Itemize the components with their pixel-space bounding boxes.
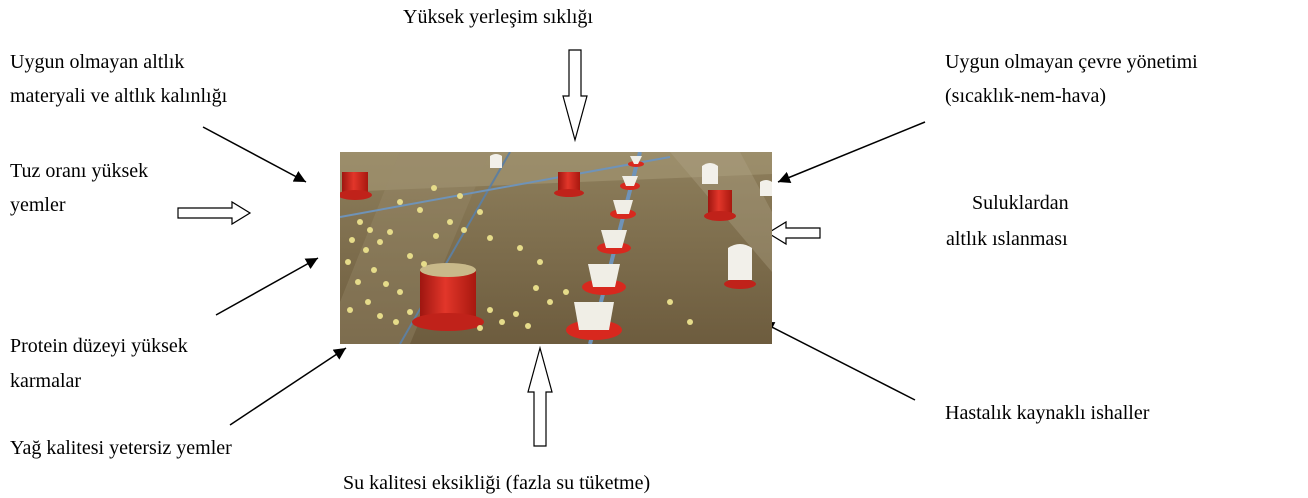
label-salt-line2: yemler — [10, 194, 66, 216]
label-stocking-density: Yüksek yerleşim sıklığı — [403, 6, 593, 28]
label-salt-line1: Tuz oranı yüksek — [10, 160, 149, 182]
label-protein-line1: Protein düzeyi yüksek — [10, 335, 188, 357]
label-water-quality: Su kalitesi eksikliği (fazla su tüketme) — [343, 472, 651, 494]
label-drinker-line2: altlık ıslanması — [946, 228, 1068, 250]
hollow-arrow-left — [766, 220, 821, 246]
hollow-arrow-right — [177, 200, 252, 226]
label-protein-line2: karmalar — [10, 370, 82, 392]
label-environment-line2: (sıcaklık-nem-hava) — [945, 85, 1107, 107]
poultry-house-photo — [340, 152, 772, 344]
hollow-arrow-down — [562, 49, 588, 143]
label-litter-line1: Uygun olmayan altlık — [10, 51, 185, 73]
arrow-litter — [202, 126, 307, 183]
label-drinker-line1: Suluklardan — [972, 192, 1069, 214]
hollow-arrow-up — [527, 345, 553, 447]
arrow-protein — [215, 257, 319, 316]
arrow-disease — [761, 321, 916, 401]
arrow-fat — [229, 347, 347, 426]
label-fat-quality: Yağ kalitesi yetersiz yemler — [10, 437, 232, 459]
label-environment-line1: Uygun olmayan çevre yönetimi — [945, 51, 1198, 73]
red-feeder-big — [412, 263, 484, 331]
arrow-environment — [777, 121, 926, 184]
label-litter-line2: materyali ve altlık kalınlığı — [10, 85, 228, 107]
label-disease: Hastalık kaynaklı ishaller — [945, 402, 1150, 424]
